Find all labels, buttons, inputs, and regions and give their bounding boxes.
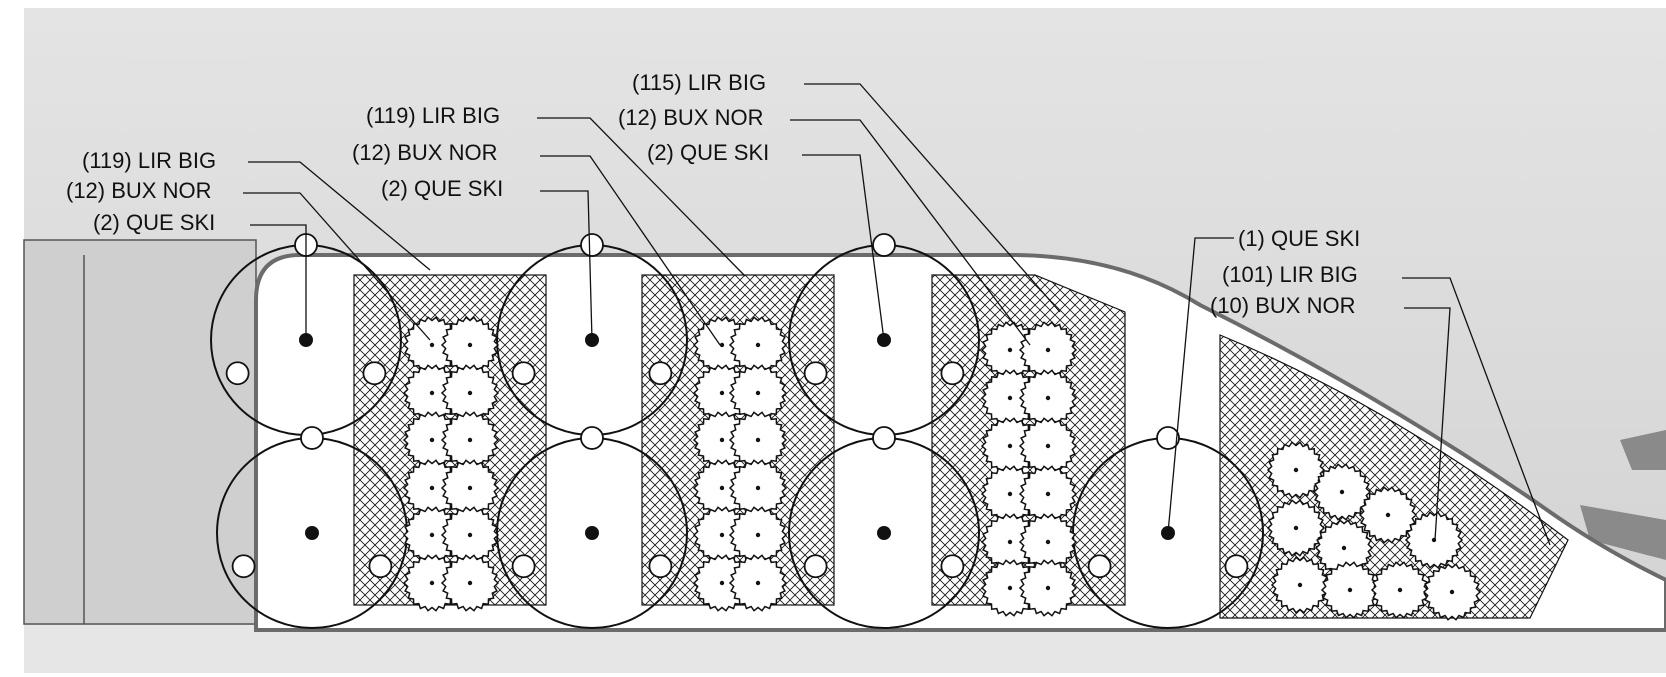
leader-line [1402, 277, 1551, 546]
label-group-4: (1) QUE SKI (101) LIR BIG (10) BUX NOR [1210, 226, 1360, 318]
leader-line [540, 155, 721, 346]
tree-icon [1072, 426, 1264, 629]
shrub-icon [440, 411, 500, 469]
label-bux-nor: (12) BUX NOR [618, 105, 763, 130]
tree-icon [788, 426, 980, 629]
shrub-icon [1266, 441, 1326, 499]
tree-icon [496, 426, 688, 629]
shrub-icon [440, 316, 500, 374]
right-edge-arrows [1580, 430, 1666, 560]
tree-icon [496, 233, 688, 436]
hatched-areas [353, 274, 1569, 619]
shrub-icon [1018, 321, 1078, 379]
shrub-icon [440, 554, 500, 612]
label-group-2: (119) LIR BIG (12) BUX NOR (2) QUE SKI [352, 103, 503, 201]
shrub-icon [440, 459, 500, 517]
leader-line [248, 161, 431, 271]
label-bux-nor: (12) BUX NOR [352, 140, 497, 165]
leader-lines [243, 83, 1551, 546]
shrub-icon [440, 364, 500, 422]
shrub-icon [1312, 463, 1372, 521]
shrub-icon [1404, 511, 1464, 569]
label-que-ski: (2) QUE SKI [381, 176, 503, 201]
shrub-icon [728, 411, 788, 469]
shrub-icon [1018, 559, 1078, 617]
label-lir-big: (119) LIR BIG [82, 148, 216, 173]
shrub-icon [728, 364, 788, 422]
shrub-icon [728, 506, 788, 564]
label-group-1: (119) LIR BIG (12) BUX NOR (2) QUE SKI [66, 148, 216, 235]
label-lir-big: (115) LIR BIG [632, 70, 766, 95]
shrub-icon [1266, 499, 1326, 557]
shrub-icon [440, 506, 500, 564]
label-bux-nor: (10) BUX NOR [1210, 293, 1355, 318]
leader-line [243, 192, 431, 341]
shrub-icon [728, 459, 788, 517]
shrub-icon [1018, 417, 1078, 475]
shrub-icon [728, 554, 788, 612]
leader-line [790, 119, 1031, 346]
tree-icon [216, 426, 408, 629]
shrub-symbols [402, 316, 1482, 621]
label-que-ski: (2) QUE SKI [647, 140, 769, 165]
shrub-icon [1018, 369, 1078, 427]
leader-line [540, 190, 593, 341]
label-group-3: (115) LIR BIG (12) BUX NOR (2) QUE SKI [618, 70, 769, 165]
shrub-icon [728, 316, 788, 374]
leader-line [1404, 307, 1451, 541]
label-que-ski: (2) QUE SKI [93, 210, 215, 235]
shrub-icon [1018, 465, 1078, 523]
label-que-ski: (1) QUE SKI [1238, 226, 1360, 251]
shrub-icon [1358, 486, 1418, 544]
lower-strip [24, 625, 1666, 673]
shrub-icon [1370, 561, 1430, 619]
shrub-icon [1320, 561, 1380, 619]
tree-icon [788, 233, 980, 436]
leader-line [802, 154, 885, 341]
leader-line [537, 117, 746, 277]
label-lir-big: (119) LIR BIG [366, 103, 500, 128]
leader-line [250, 224, 307, 340]
label-bux-nor: (12) BUX NOR [66, 178, 211, 203]
leader-line [1167, 237, 1234, 534]
label-lir-big: (101) LIR BIG [1222, 262, 1358, 287]
shrub-icon [1422, 563, 1482, 621]
shrub-icon [1270, 556, 1330, 614]
leader-line [804, 83, 1061, 313]
